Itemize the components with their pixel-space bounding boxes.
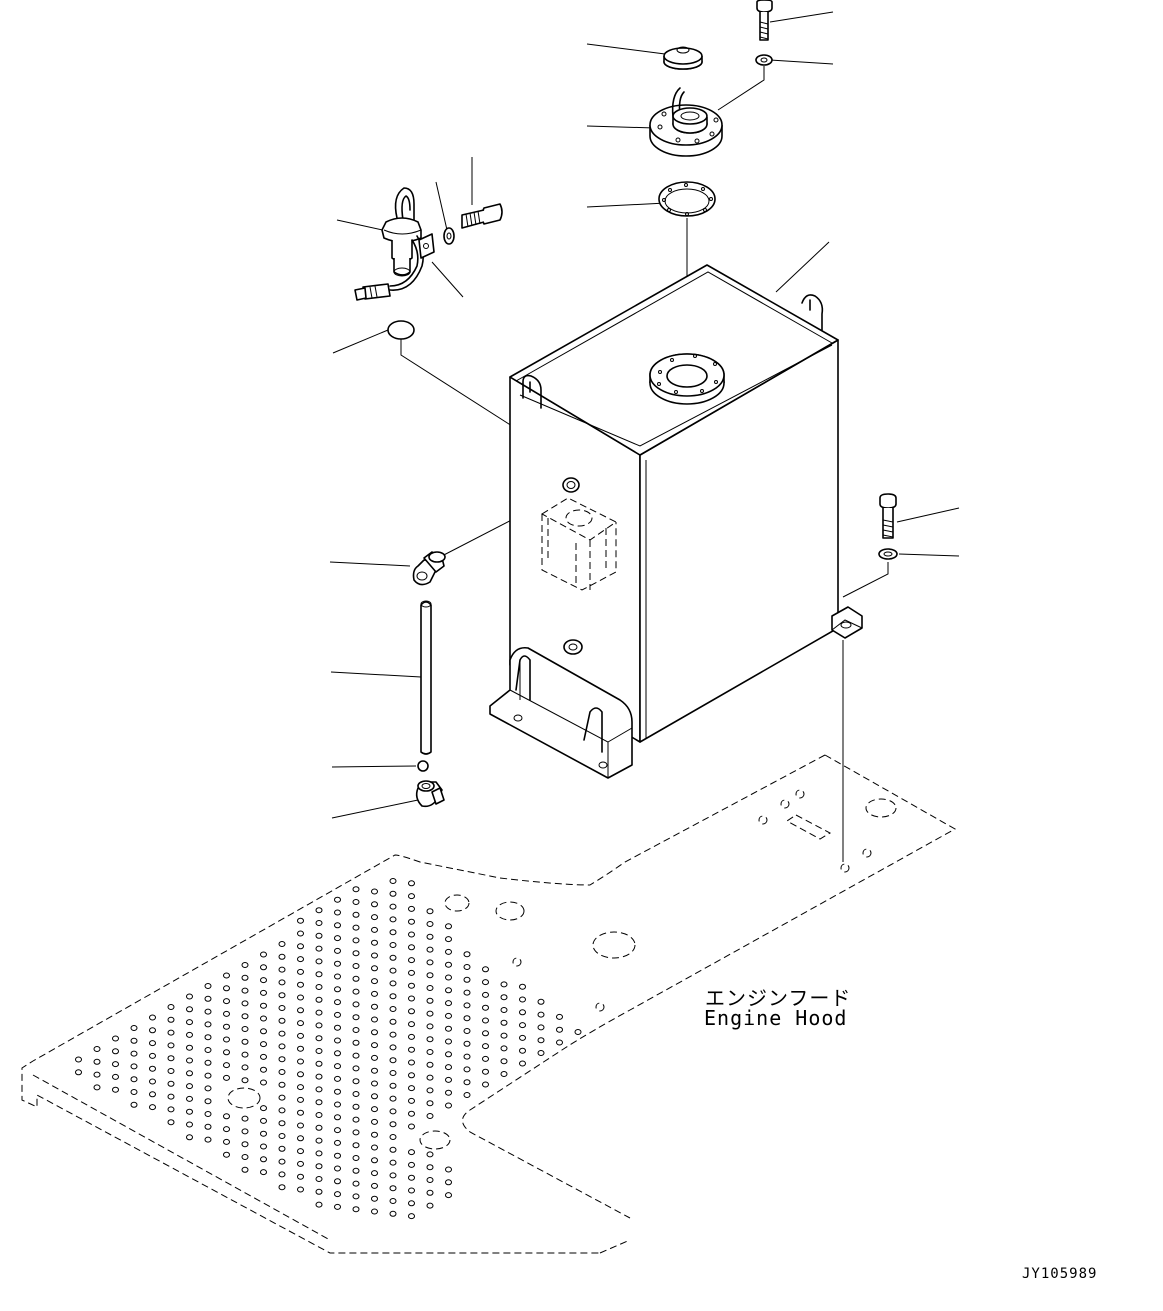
elbow-fitting-lower <box>415 780 445 808</box>
level-sensor <box>354 187 435 301</box>
gasket <box>658 181 716 217</box>
engine-hood-label-en: Engine Hood <box>704 1006 848 1030</box>
breather-cap <box>663 46 703 70</box>
sensor-bolt <box>461 203 503 229</box>
o-ring <box>417 760 429 772</box>
sensor-washer <box>443 227 455 245</box>
mounting-bolt-top <box>756 0 773 41</box>
engine-hood-label-jp: エンジンフード <box>705 986 852 1010</box>
assembly-lines <box>400 66 889 862</box>
plug <box>387 320 415 340</box>
engine-hood-plate <box>21 754 957 1254</box>
drawing-number: JY105989 <box>1022 1266 1098 1282</box>
filter-flange <box>649 87 723 157</box>
hydraulic-tank <box>489 264 863 779</box>
leader-lines <box>329 11 960 819</box>
washer-right <box>878 548 898 560</box>
mounting-bolt-right <box>879 493 897 539</box>
tube <box>420 600 432 755</box>
perforation-pattern <box>75 878 582 1220</box>
elbow-fitting-upper <box>412 551 446 586</box>
washer-top <box>755 54 773 66</box>
